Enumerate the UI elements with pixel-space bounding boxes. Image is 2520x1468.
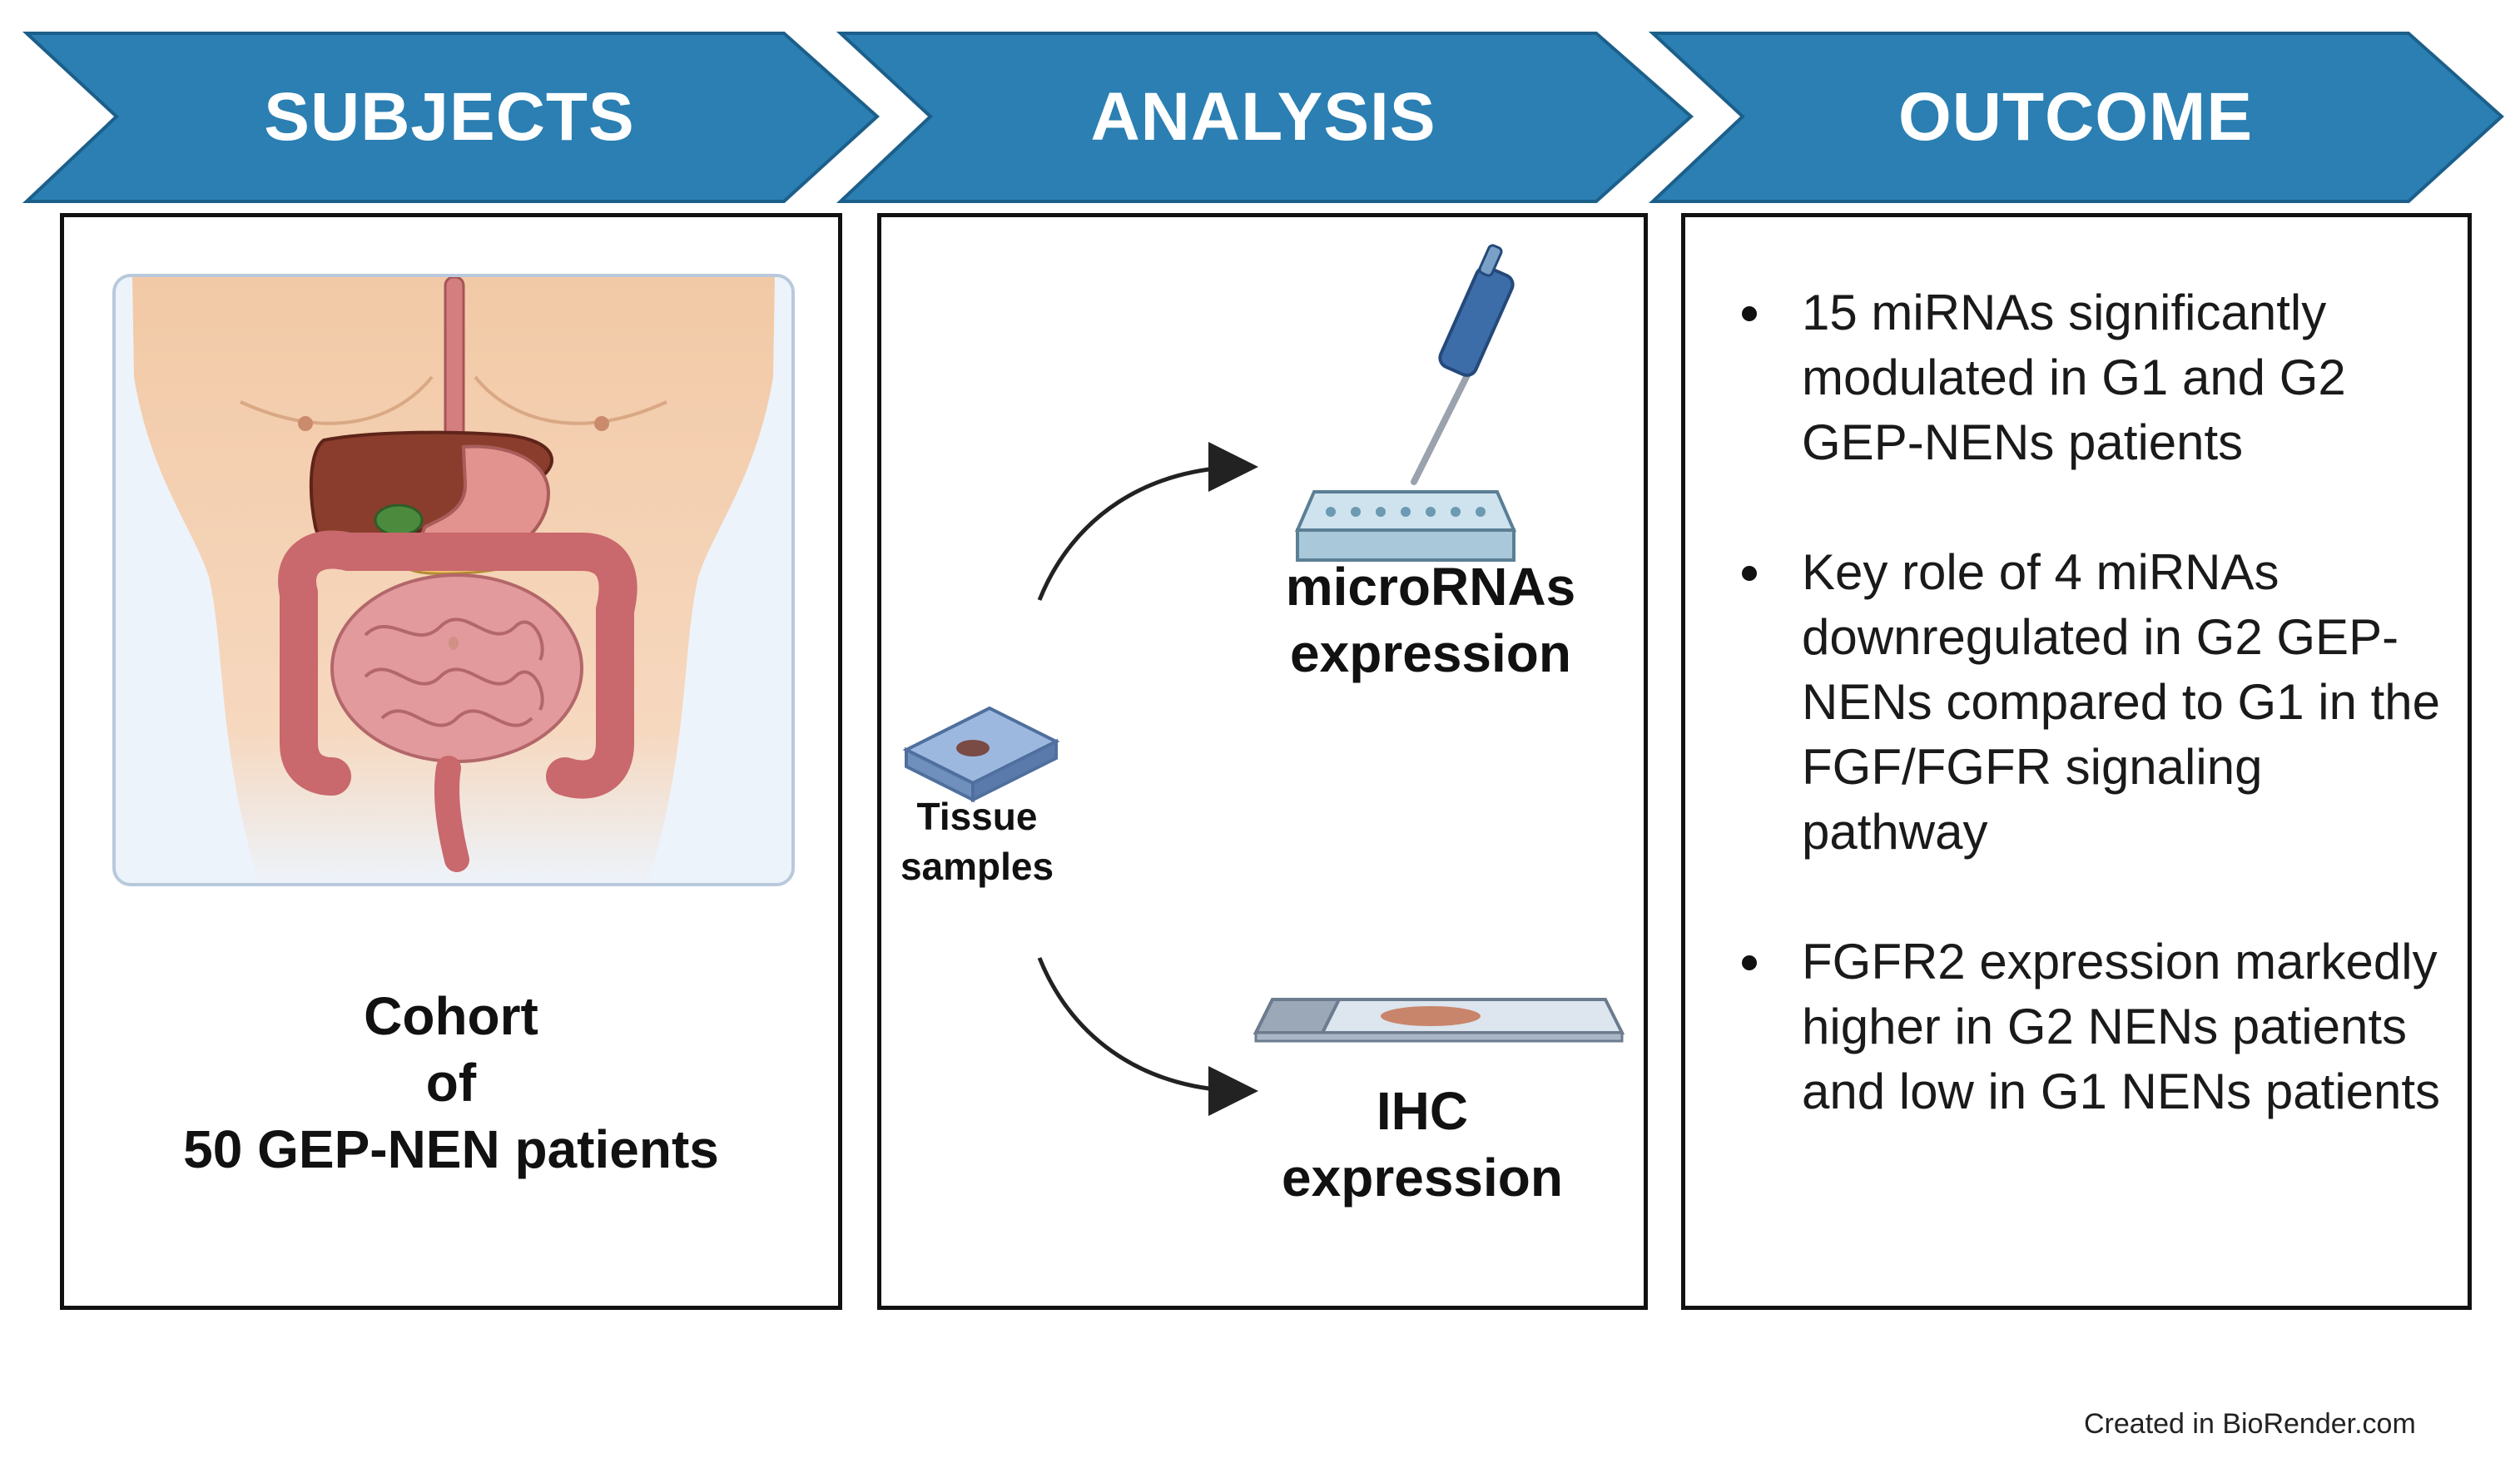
subjects-panel: Cohort of 50 GEP-NEN patients xyxy=(60,213,842,1310)
gi-tract-icon xyxy=(132,277,775,883)
outcome-bullet-2: Key role of 4 miRNAs downregulated in G2… xyxy=(1735,540,2451,865)
chevron-subjects xyxy=(22,32,2504,203)
outcome-bullet-1: 15 miRNAs significantly modulated in G1 … xyxy=(1735,280,2451,475)
bullet-dot-icon xyxy=(1742,955,1757,970)
anatomy-illustration xyxy=(112,274,795,886)
step-outcome-label: OUTCOME xyxy=(1897,79,2254,155)
biorender-credit: Created in BioRender.com xyxy=(2084,1408,2416,1440)
bullet-dot-icon xyxy=(1742,566,1757,581)
arrow-to-microrna xyxy=(1037,442,1258,601)
step-analysis-label: ANALYSIS xyxy=(1090,79,1436,155)
cohort-of: of xyxy=(425,1053,477,1113)
cohort-title: Cohort xyxy=(364,986,538,1046)
microrna-label-line2: expression xyxy=(1290,623,1571,683)
step-subjects-label: SUBJECTS xyxy=(264,79,635,155)
microscope-slide-icon xyxy=(1253,998,1625,1043)
bullet-dot-icon xyxy=(1742,306,1757,321)
tissue-label-line1: Tissue xyxy=(916,795,1038,838)
analysis-graphics xyxy=(902,244,1625,1116)
outcome-panel: 15 miRNAs significantly modulated in G1 … xyxy=(1681,213,2472,1310)
outcome-bullet-3: FGFR2 expression markedly higher in G2 N… xyxy=(1735,930,2451,1124)
analysis-panel: Tissue samples microRNAs expression IHC … xyxy=(877,213,1648,1310)
outcome-list: 15 miRNAs significantly modulated in G1 … xyxy=(1735,280,2451,1189)
ihc-label-line2: expression xyxy=(1282,1148,1563,1208)
tissue-block-icon xyxy=(902,706,1060,803)
arrow-to-ihc xyxy=(1037,957,1258,1116)
pipette-well-plate-icon xyxy=(1294,244,1517,562)
microrna-label-line1: microRNAs xyxy=(1285,557,1576,617)
ihc-label-line1: IHC xyxy=(1376,1081,1469,1141)
tissue-label-line2: samples xyxy=(900,845,1054,888)
cohort-count: 50 GEP-NEN patients xyxy=(183,1119,719,1179)
